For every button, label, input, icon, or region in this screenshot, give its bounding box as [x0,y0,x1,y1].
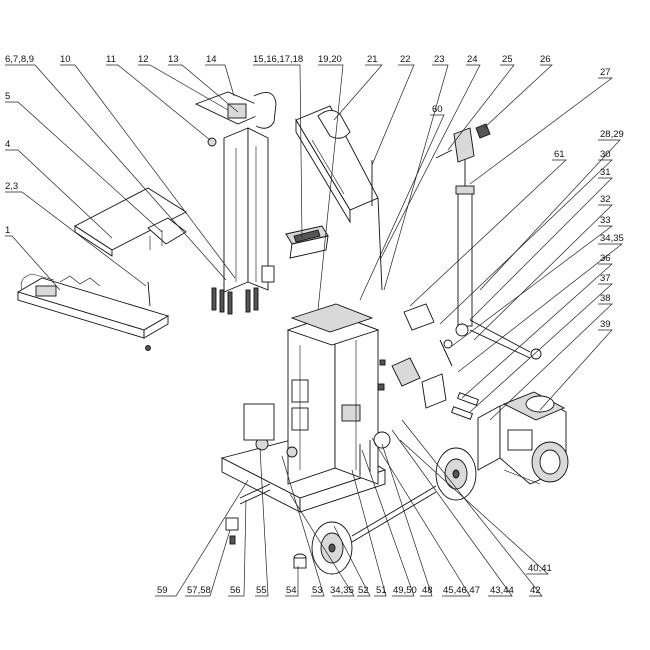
main-column [286,303,380,485]
label-1: 1 [5,225,10,236]
label-27: 27 [600,67,611,78]
label-30: 30 [600,149,611,160]
valve-assembly [377,303,479,420]
label-52: 52 [358,585,369,596]
label-48: 48 [422,585,433,596]
label-4: 4 [5,139,10,150]
small-bracket [285,225,329,259]
wedge-arm [295,105,383,291]
wheels [311,447,477,575]
label-53: 53 [312,585,323,596]
label-22: 22 [400,54,411,65]
label-37: 37 [600,273,611,284]
label-49-50: 49,50 [393,585,417,596]
label-15-16-17-18: 15,16,17,18 [253,54,303,65]
label-36: 36 [600,253,611,264]
label-23: 23 [434,54,445,65]
label-26: 26 [540,54,551,65]
label-14: 14 [206,54,217,65]
label-56: 56 [230,585,241,596]
label-61: 61 [554,149,565,160]
column-feet [211,287,259,315]
label-19-20: 19,20 [318,54,342,65]
label-45-46-47: 45,46,47 [443,585,480,596]
label-43-44: 43,44 [490,585,514,596]
label-28-29: 28,29 [600,129,624,140]
label-6-7-8-9: 6,7,8,9 [5,54,34,65]
label-21: 21 [367,54,378,65]
left-column [194,91,277,315]
label-32: 32 [600,194,611,205]
label-54: 54 [286,585,297,596]
label-24: 24 [467,54,478,65]
label-2-3: 2,3 [5,181,18,192]
label-40-41: 40,41 [528,563,552,574]
label-59: 59 [157,585,168,596]
cover-plate [74,187,187,257]
loose-parts [225,403,391,569]
label-5: 5 [5,91,10,102]
label-10: 10 [60,54,71,65]
hydraulic-cylinder [435,123,542,360]
label-25: 25 [502,54,513,65]
hose-fittings [451,392,479,420]
part-labels: 6,7,8,9 10 11 12 13 14 15,16,17,18 19,20… [5,54,624,596]
label-34-35-bottom: 34,35 [330,585,354,596]
label-33: 33 [600,215,611,226]
label-55: 55 [256,585,267,596]
label-31: 31 [600,167,611,178]
label-38: 38 [600,293,611,304]
label-39: 39 [600,319,611,330]
label-12: 12 [138,54,149,65]
label-60: 60 [432,104,443,115]
label-34-35-right: 34,35 [600,233,624,244]
drawing [16,91,569,575]
label-13: 13 [168,54,179,65]
push-beam [16,273,170,351]
label-11: 11 [106,54,116,65]
leader-lines [5,64,624,597]
engine [477,391,569,485]
label-42: 42 [530,585,541,596]
label-57-58: 57,58 [187,585,211,596]
label-51: 51 [376,585,387,596]
